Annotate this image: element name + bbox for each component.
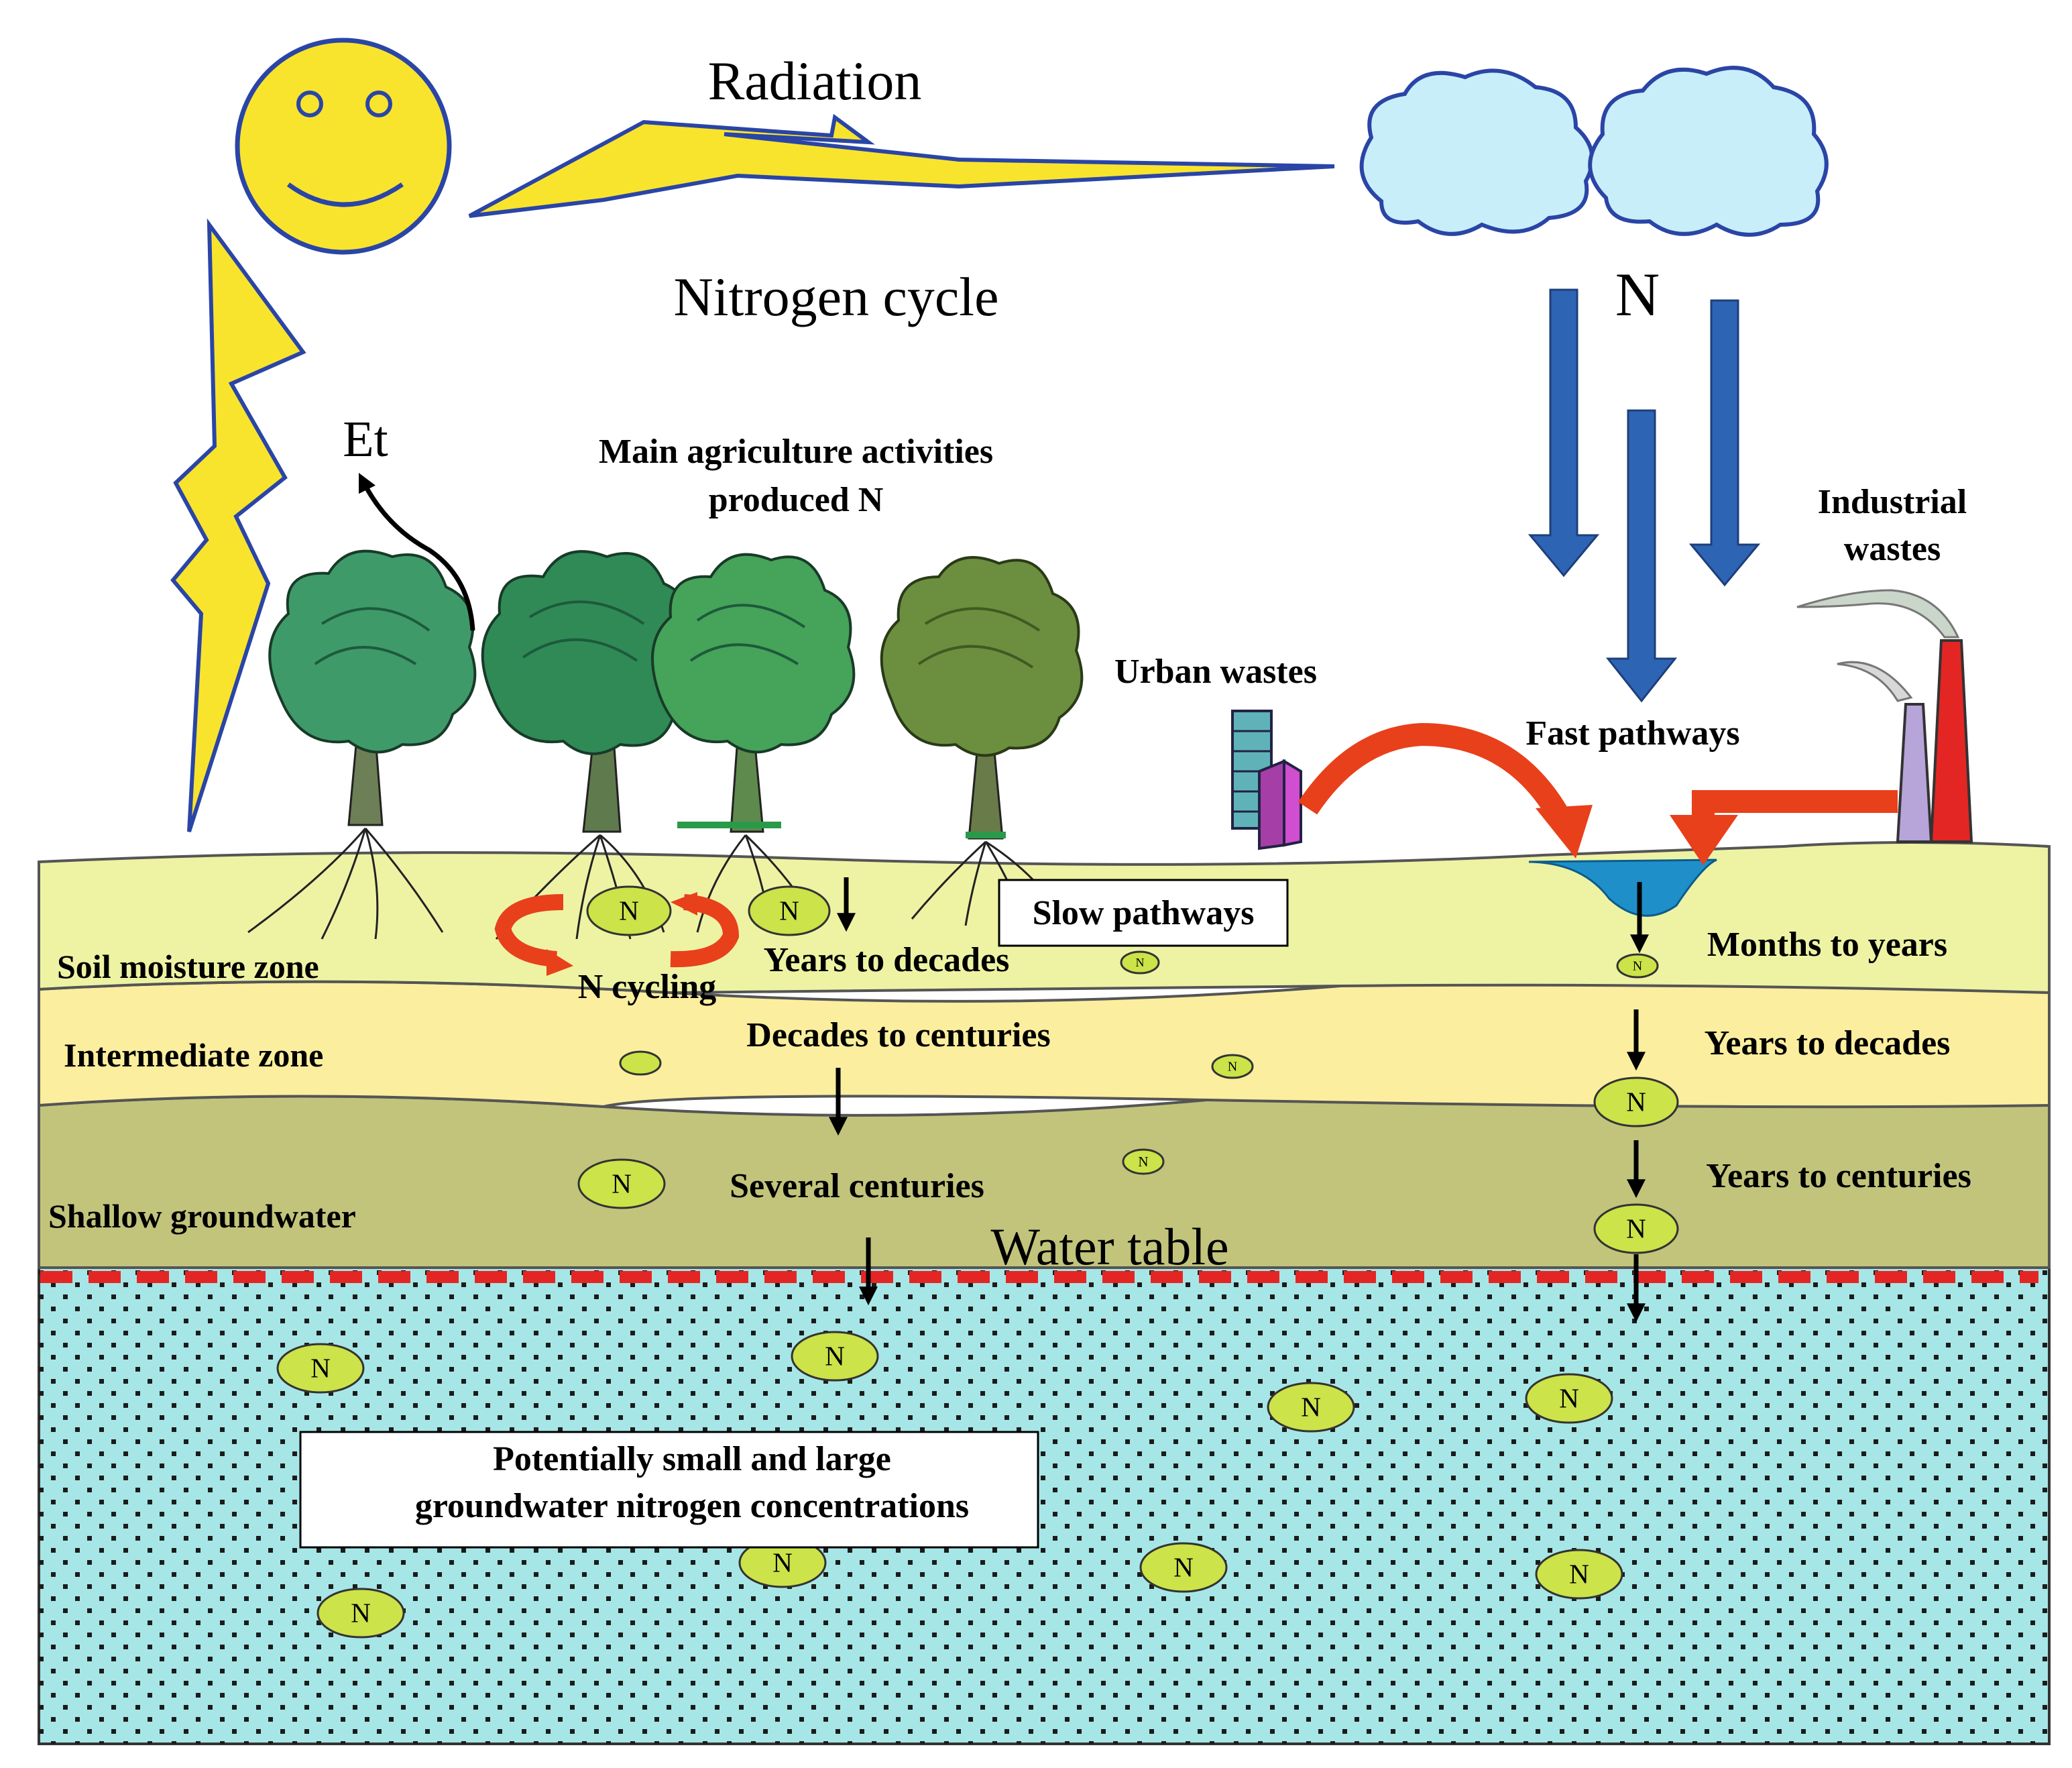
zone-label-intermediate: Intermediate zone xyxy=(64,1036,323,1074)
fast-pathways-label: Fast pathways xyxy=(1526,714,1739,753)
slow-time-label: Decades to centuries xyxy=(746,1016,1050,1054)
n-particle: N xyxy=(586,885,672,936)
radiation-bolt-vertical xyxy=(170,218,306,832)
n-particle-label: N xyxy=(612,1168,632,1199)
n-particle: N xyxy=(1593,1203,1679,1254)
zone-label-shallow-groundwater: Shallow groundwater xyxy=(48,1197,356,1235)
n-particle-label: N xyxy=(1569,1559,1589,1590)
n-particle-label: N xyxy=(1173,1552,1194,1583)
n-particle-label: N xyxy=(825,1341,845,1372)
n-particle: N xyxy=(1211,1054,1254,1079)
n-particle: N xyxy=(748,885,831,936)
n-cycling-label: N cycling xyxy=(578,968,717,1006)
nitrogen-cycle-label: Nitrogen cycle xyxy=(674,266,999,327)
cloud-icon xyxy=(1359,66,1829,237)
n-particle: N xyxy=(1535,1549,1623,1600)
n-particle-label: N xyxy=(1626,1213,1646,1244)
n-particle: N xyxy=(738,1537,827,1588)
fast-time-label: Years to centuries xyxy=(1706,1157,1971,1195)
n-particle: N xyxy=(791,1331,879,1382)
building-icon xyxy=(1231,710,1302,850)
industrial-label-line1: Industrial xyxy=(1818,483,1967,521)
n-particle-label: N xyxy=(772,1547,793,1578)
n-particle-label: N xyxy=(1633,958,1642,973)
n-particle: N xyxy=(577,1158,666,1209)
n-deposition-arrows xyxy=(1528,288,1761,703)
n-cycling-arrowhead xyxy=(546,949,573,976)
n-particle: N xyxy=(1525,1373,1613,1424)
industrial-label-line2: wastes xyxy=(1844,530,1941,568)
tree-icon xyxy=(651,553,856,933)
flow-arrows xyxy=(829,877,1649,1323)
urban-wastes-label: Urban wastes xyxy=(1114,653,1317,691)
n-particle: N xyxy=(1120,950,1160,975)
zone-label-soil-moisture: Soil moisture zone xyxy=(57,948,319,985)
fast-time-label: Years to decades xyxy=(1705,1024,1951,1062)
n-particle: N xyxy=(1122,1148,1165,1175)
urban-waste-arrow xyxy=(1298,722,1593,859)
n-particle xyxy=(619,1050,662,1076)
n-cycling-arrowhead xyxy=(671,892,697,916)
n-particle-label: N xyxy=(779,895,799,926)
n-particle: N xyxy=(1267,1382,1355,1433)
industrial-waste-arrow xyxy=(1670,790,1898,865)
groundwater-note-box xyxy=(299,1431,1039,1549)
tree-icon xyxy=(247,549,477,940)
n-deposition-label: N xyxy=(1615,260,1660,329)
n-particle-label: N xyxy=(1626,1087,1646,1117)
tree-icon xyxy=(880,556,1084,926)
slow-time-label: Years to decades xyxy=(764,941,1010,979)
fast-time-label: Months to years xyxy=(1707,926,1947,964)
radiation-label: Radiation xyxy=(708,50,922,111)
n-particle: N xyxy=(1593,1076,1679,1127)
slow-pathways-label: Slow pathways xyxy=(1033,894,1255,932)
n-particle: N xyxy=(276,1343,365,1394)
n-particle-label: N xyxy=(1301,1392,1321,1423)
radiation-bolt-horizontal xyxy=(468,113,1335,218)
n-particle-label: N xyxy=(1559,1383,1579,1414)
et-label: Et xyxy=(343,411,388,467)
n-particle-label: N xyxy=(351,1598,371,1628)
agriculture-label-line1: Main agriculture activities xyxy=(599,433,993,471)
agriculture-label-line2: produced N xyxy=(709,481,884,519)
n-particle-label: N xyxy=(310,1353,331,1384)
groundwater-note-line2: groundwater nitrogen concentrations xyxy=(415,1487,969,1525)
n-particle: N xyxy=(1139,1542,1228,1593)
slow-pathways-box xyxy=(998,879,1289,947)
aquifer-layer xyxy=(38,1266,2051,1745)
n-particle-label: N xyxy=(1228,1059,1237,1074)
n-cycling-arrows xyxy=(494,894,740,968)
sun-icon xyxy=(235,38,452,255)
water-table-label: Water table xyxy=(990,1217,1228,1276)
n-particle-label: N xyxy=(1138,1154,1148,1170)
n-particle-label: N xyxy=(1136,956,1145,969)
n-particle: N xyxy=(1616,953,1659,979)
groundwater-note-line1: Potentially small and large xyxy=(493,1440,891,1478)
slow-time-label: Several centuries xyxy=(730,1167,984,1205)
factory-icon xyxy=(1796,589,1973,843)
tree-icon xyxy=(481,550,699,940)
n-particles: N N N N N N N N N N N N N N N N N xyxy=(276,885,1679,1639)
n-particle: N xyxy=(316,1588,405,1639)
n-particle-label: N xyxy=(619,895,639,926)
evapotranspiration-arrow xyxy=(358,472,475,631)
